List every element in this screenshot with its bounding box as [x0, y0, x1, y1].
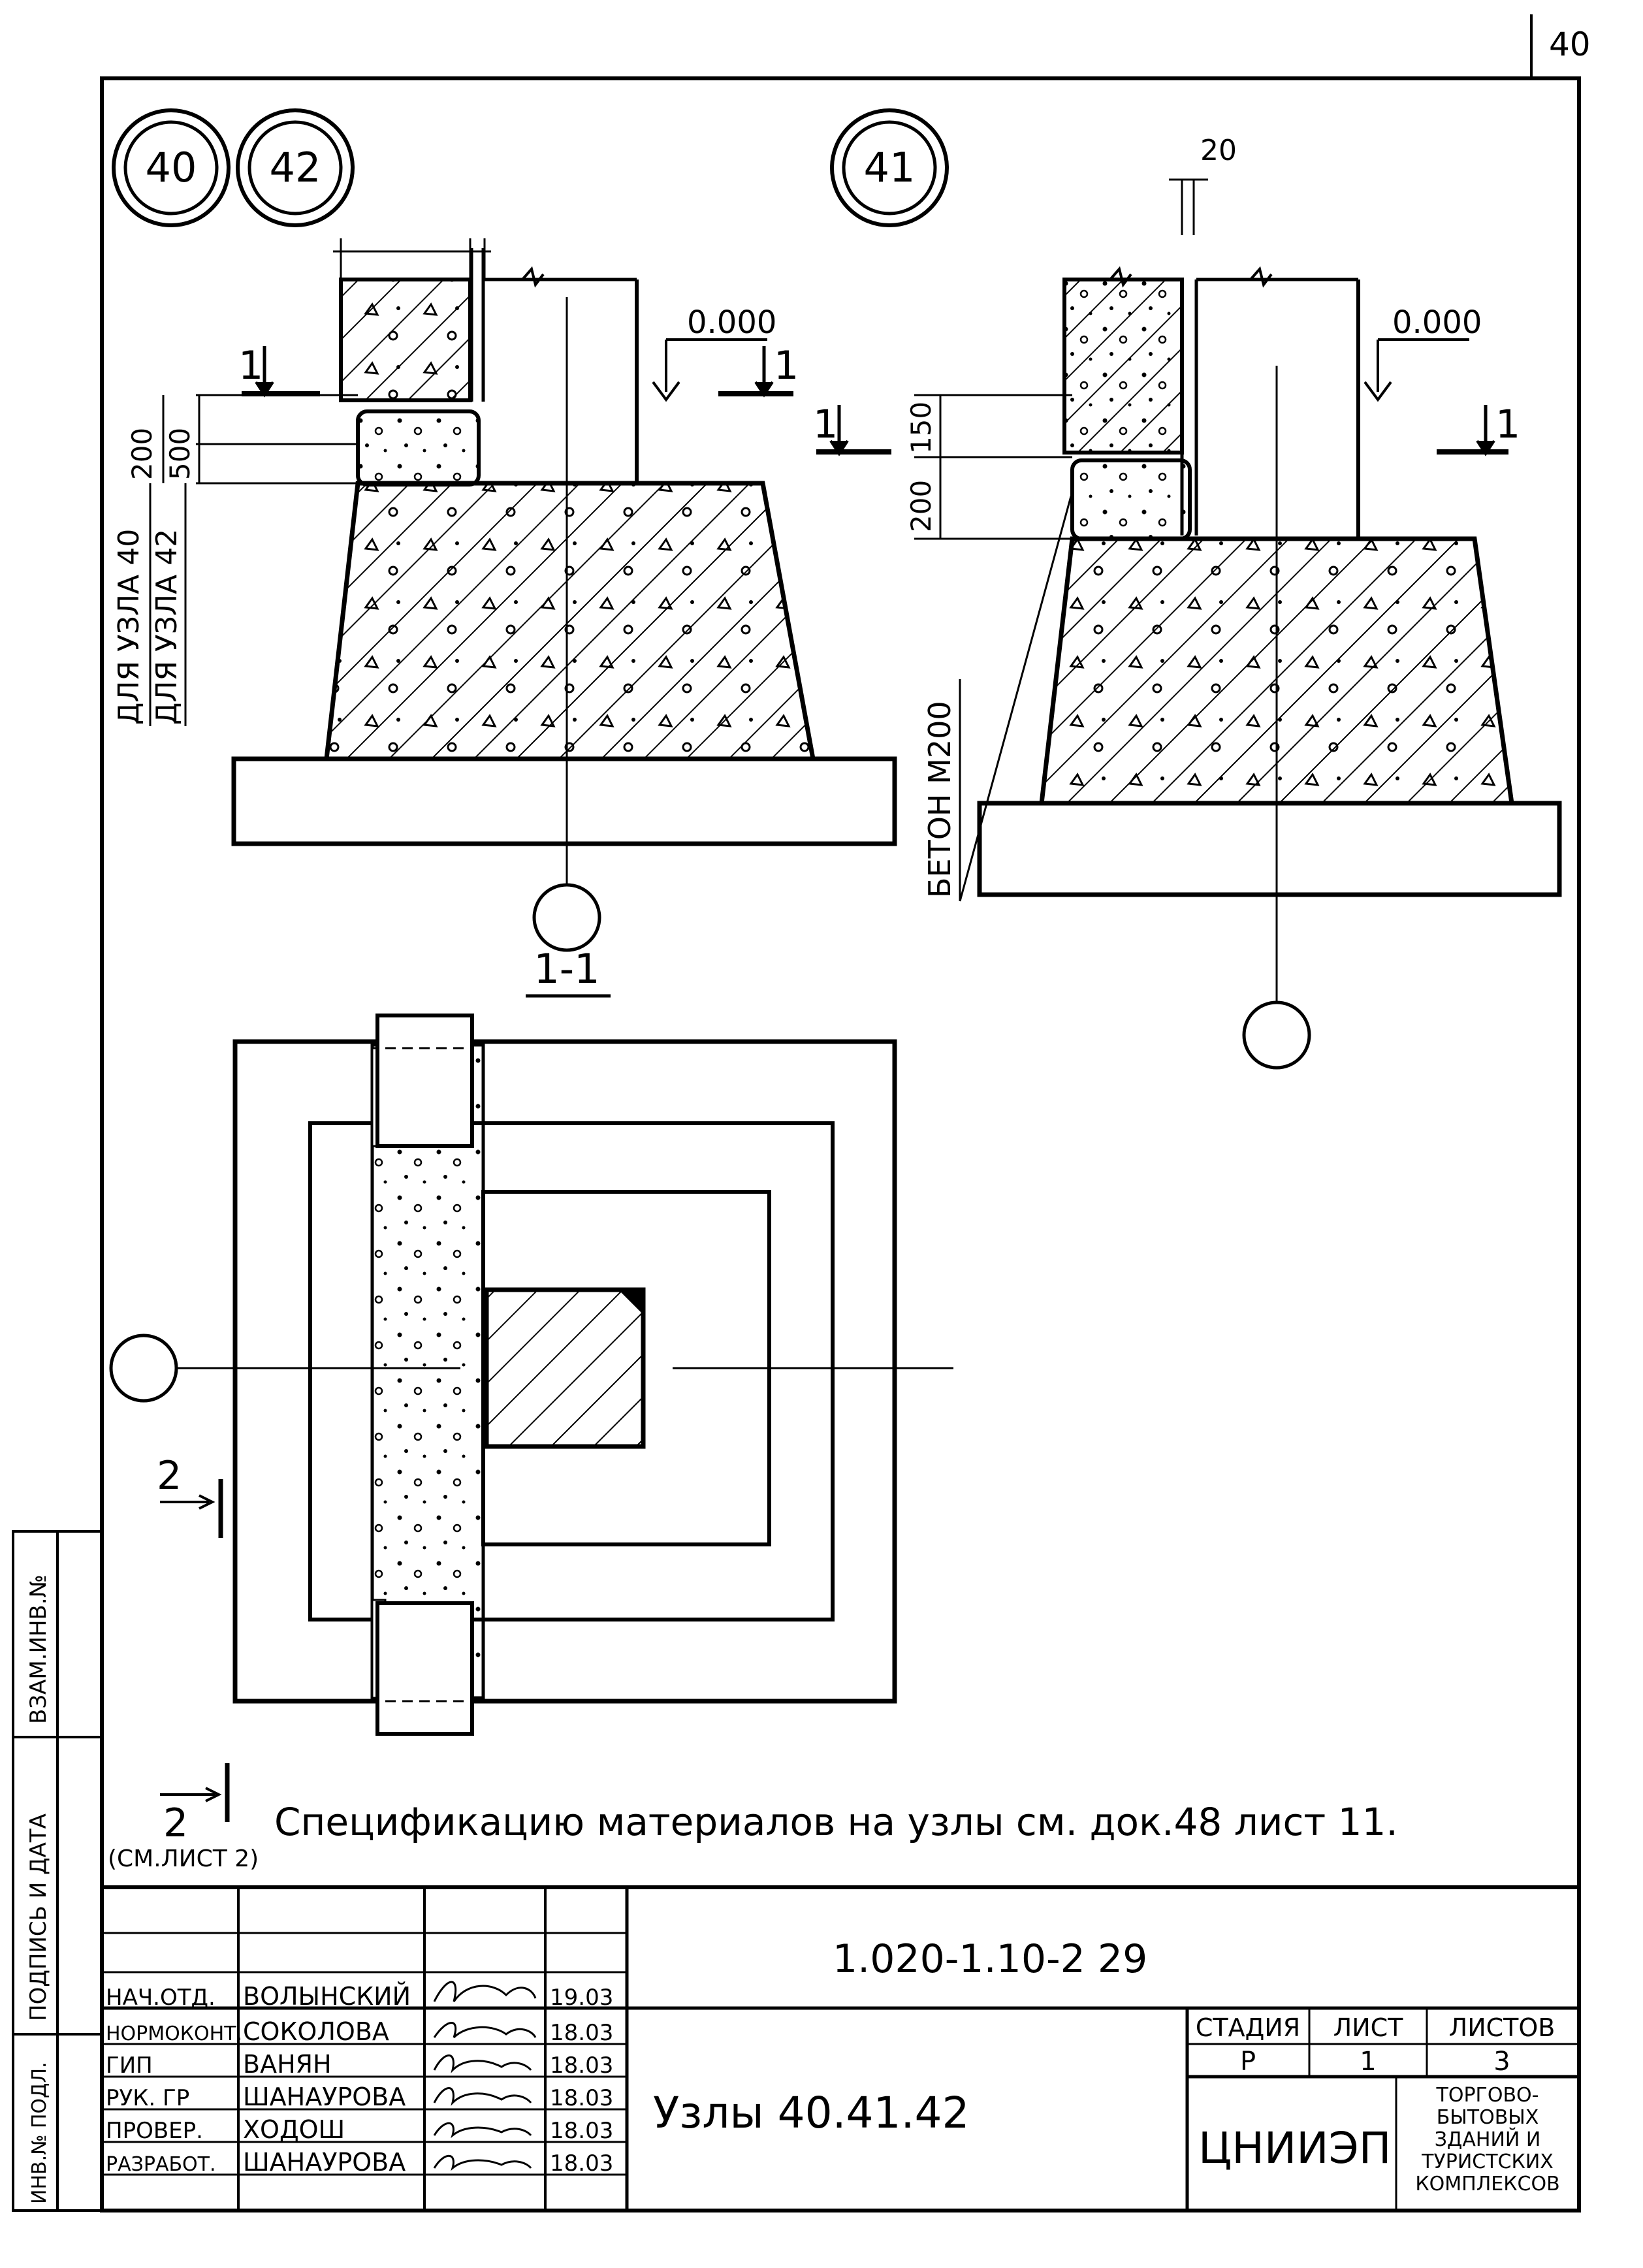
node-number-42: 42 [270, 144, 321, 191]
axis-bubble [532, 883, 601, 952]
specification-note: Спецификацию материалов на узлы см. док.… [274, 1800, 1398, 1844]
date: 18.03 [550, 2052, 613, 2079]
dimension-150: 150 [905, 402, 937, 454]
column-section [484, 1287, 646, 1449]
node-number-40: 40 [146, 144, 197, 191]
signature-mark [433, 1981, 537, 2002]
sheet-label: ЛИСТ [1333, 2013, 1404, 2042]
concrete-grade-label: БЕТОН М200 [922, 701, 957, 898]
title-block: 1.020-1.10-2 29 Узлы 40.41.42 СТАДИЯ ЛИС… [100, 1885, 1581, 2212]
side-stamp-label: ВЗАМ.ИНВ.№ [25, 1574, 52, 1724]
role: РУК. ГР [106, 2085, 189, 2111]
signature-mark [433, 2122, 532, 2139]
foundation-outline [308, 1121, 835, 1621]
section-mark-left: 1 [813, 402, 838, 447]
section-mark-right: 1 [774, 343, 799, 389]
node-marker-41: 41 [830, 108, 949, 227]
side-stamp-label: ПОДПИСЬ И ДАТА [25, 1813, 52, 2021]
sheet-value: 1 [1360, 2047, 1376, 2077]
label-for-node-42: ДЛЯ УЗЛА 42 [150, 529, 183, 725]
slab-outline [232, 1039, 897, 1704]
org-subtitle-line: БЫТОВЫХ [1437, 2106, 1539, 2129]
role: РАЗРАБОТ. [106, 2153, 216, 2176]
stage-label: СТАДИЯ [1196, 2013, 1300, 2042]
axis-bubble [1242, 1000, 1311, 1070]
date: 18.03 [550, 2020, 613, 2046]
org-subtitle-line: ТОРГОВО- [1436, 2084, 1539, 2107]
signature-row: ГИП ВАНЯН 18.03 [106, 2050, 613, 2079]
axis-bubble [109, 1334, 178, 1403]
date: 19.03 [550, 1985, 613, 2011]
date: 18.03 [550, 2150, 613, 2177]
signature-mark [433, 2154, 532, 2171]
signature-row: НАЧ.ОТД. ВОЛЫНСКИЙ 19.03 [106, 1981, 613, 2011]
role: НОРМОКОНТ. [106, 2022, 242, 2045]
date: 18.03 [550, 2085, 613, 2111]
concrete-pad [356, 409, 481, 487]
pilaster-bottom [375, 1601, 474, 1736]
level-mark: 0.000 [1392, 304, 1482, 341]
person-name: ВАНЯН [243, 2050, 332, 2079]
drawing-title: Узлы 40.41.42 [653, 2088, 970, 2138]
person-name: ШАНАУРОВА [243, 2148, 406, 2177]
right-foundation-detail: 20 0.000 1 1 150 200 БЕТОН М200 [813, 134, 1562, 1070]
dimension-20: 20 [1200, 134, 1237, 167]
signature-mark [433, 2054, 532, 2073]
dimension-200: 200 [905, 480, 937, 532]
role: ГИП [106, 2052, 153, 2079]
stage-value: Р [1240, 2047, 1256, 2077]
foundation-slab [977, 801, 1562, 897]
signature-row: ПРОВЕР. ХОДОШ 18.03 [106, 2115, 613, 2144]
node-marker-42: 42 [236, 108, 355, 227]
level-mark: 0.000 [687, 304, 776, 341]
label-for-node-40: ДЛЯ УЗЛА 40 [112, 529, 146, 725]
organization-name: ЦНИИЭП [1198, 2123, 1391, 2173]
wall-strip [370, 1043, 485, 1700]
cut-mark-top: 2 [157, 1453, 182, 1499]
section-mark-left: 1 [238, 343, 263, 389]
org-subtitle-line: КОМПЛЕКСОВ [1415, 2173, 1559, 2196]
sheets-label: ЛИСТОВ [1449, 2013, 1555, 2042]
section-title: 1-1 [534, 945, 599, 993]
person-name: ШАНАУРОВА [243, 2083, 406, 2111]
cut-reference: (СМ.ЛИСТ 2) [108, 1845, 259, 1872]
signature-row: РУК. ГР ШАНАУРОВА 18.03 [106, 2083, 613, 2111]
person-name: СОКОЛОВА [243, 2017, 389, 2046]
foundation-slab [231, 756, 897, 846]
page-number: 40 [1549, 25, 1591, 63]
plan-section-1-1: 1-1 2 2 (СМ.ЛИСТ 2) [108, 945, 953, 1872]
role: НАЧ.ОТД. [106, 1985, 215, 2011]
signature-mark [433, 2022, 537, 2039]
person-name: ХОДОШ [243, 2115, 345, 2144]
side-stamp-label: ИНВ.№ ПОДЛ. [28, 2062, 51, 2204]
pilaster-top [375, 1014, 474, 1148]
signature-mark [433, 2087, 532, 2106]
person-name: ВОЛЫНСКИЙ [243, 1982, 411, 2011]
node-number-41: 41 [864, 144, 916, 191]
node-marker-40: 40 [112, 108, 231, 227]
dimension-200: 200 [126, 428, 158, 480]
org-subtitle-line: ЗДАНИЙ И [1435, 2128, 1541, 2151]
concrete-pad [1070, 458, 1192, 541]
document-code: 1.020-1.10-2 29 [833, 1936, 1147, 1982]
left-foundation-detail: 0.000 1 1 200 500 ДЛЯ УЗЛА 40 ДЛЯ УЗЛА 4… [112, 238, 897, 952]
org-subtitle-line: ТУРИСТСКИХ [1421, 2150, 1554, 2173]
section-mark-right: 1 [1495, 402, 1520, 447]
signature-row: РАЗРАБОТ. ШАНАУРОВА 18.03 [106, 2148, 613, 2177]
cut-mark-bottom: 2 [163, 1800, 188, 1846]
role: ПРОВЕР. [106, 2118, 203, 2144]
date: 18.03 [550, 2118, 613, 2144]
sheets-value: 3 [1493, 2047, 1510, 2077]
dimension-500: 500 [164, 428, 196, 480]
signature-row: НОРМОКОНТ. СОКОЛОВА 18.03 [106, 2017, 613, 2046]
